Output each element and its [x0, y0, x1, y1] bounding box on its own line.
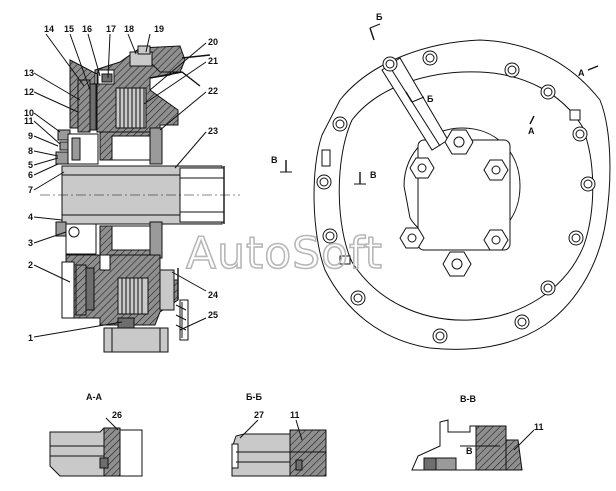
plate-bolts — [399, 129, 509, 277]
part-label-1: 1 — [28, 333, 33, 343]
watermark: AutoSoft — [186, 228, 383, 279]
part-label-16: 16 — [82, 24, 92, 34]
section-bb-part2: 11 — [290, 410, 300, 420]
part-label-17: 17 — [106, 24, 116, 34]
section-vv-part: 11 — [534, 422, 544, 432]
leader-lines — [33, 33, 207, 338]
section-aa: А-А 26 — [49, 392, 143, 477]
part-label-22: 22 — [208, 86, 218, 96]
section-title-aa: А-А — [86, 392, 102, 402]
part-label-13: 13 — [24, 68, 34, 78]
part-label-2: 2 — [28, 260, 33, 270]
shaft — [61, 165, 225, 225]
sectional-view — [40, 45, 240, 353]
section-title-vv: В-В — [460, 394, 476, 404]
section-bb: Б-Б 27 11 — [231, 392, 327, 477]
friction-pack-bottom — [117, 277, 149, 315]
part-label-10: 10 — [24, 108, 34, 118]
part-label-9: 9 — [28, 131, 33, 141]
mark-a-top: А — [578, 68, 585, 78]
part-label-21: 21 — [208, 56, 218, 66]
friction-pack-top — [115, 87, 147, 129]
section-aa-part: 26 — [112, 410, 122, 420]
part-label-15: 15 — [64, 24, 74, 34]
part-label-12: 12 — [24, 87, 34, 97]
part-label-18: 18 — [124, 24, 134, 34]
part-label-8: 8 — [28, 146, 33, 156]
section-marks: Б Б В В А А — [271, 12, 599, 185]
mark-v-inner: В — [370, 170, 377, 180]
part-label-7: 7 — [28, 185, 33, 195]
part-label-19: 19 — [154, 24, 164, 34]
part-label-24: 24 — [208, 290, 218, 300]
flange-bolts — [316, 50, 596, 344]
part-labels: 1 2 3 4 5 6 7 8 9 10 11 12 13 14 15 16 1… — [24, 24, 218, 343]
part-label-23: 23 — [208, 126, 218, 136]
mark-v-section: В — [466, 446, 473, 456]
part-label-14: 14 — [44, 24, 54, 34]
mark-b-inner: Б — [427, 94, 434, 104]
section-title-bb: Б-Б — [246, 392, 262, 402]
mark-b-top: Б — [376, 12, 383, 22]
part-label-6: 6 — [28, 170, 33, 180]
part-label-20: 20 — [208, 37, 218, 47]
part-label-5: 5 — [28, 160, 33, 170]
part-label-11: 11 — [24, 116, 34, 126]
section-vv: В-В 11 В — [411, 394, 544, 471]
mark-v-left: В — [271, 155, 278, 165]
part-label-4: 4 — [28, 212, 33, 222]
front-view — [313, 39, 611, 350]
part-label-3: 3 — [28, 238, 33, 248]
part-label-25: 25 — [208, 310, 218, 320]
section-bb-part1: 27 — [254, 410, 264, 420]
mark-a-inner: А — [528, 126, 535, 136]
